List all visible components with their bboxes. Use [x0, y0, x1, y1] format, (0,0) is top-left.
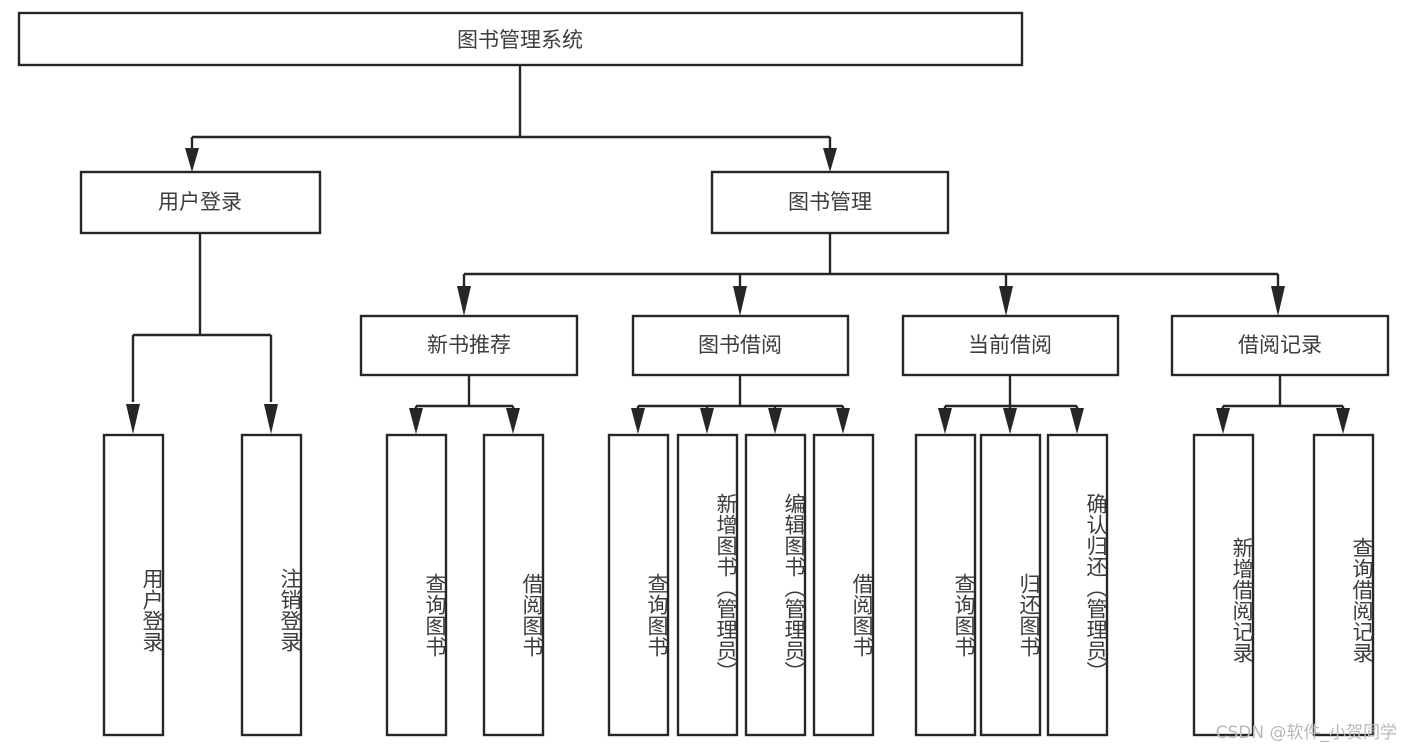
arrow-head-leaf-query-record [1336, 408, 1350, 434]
node-book-management-box[interactable] [710, 170, 950, 235]
node-current-borrow-label: 当前借阅 [968, 333, 1052, 357]
arrow-head-leaf-logout-login [264, 404, 278, 434]
arrow-head-leaf-query-book-3 [938, 408, 952, 434]
node-new-book-recommend-label: 新书推荐 [427, 333, 511, 357]
node-leaf-edit-book-box[interactable] [744, 433, 807, 737]
arrow-head-leaf-return-book [1003, 408, 1017, 434]
node-leaf-borrow-book-1-box[interactable] [482, 433, 545, 737]
node-user-login-label: 用户登录 [158, 190, 242, 214]
arrow-head-leaf-add-record [1216, 408, 1230, 434]
node-new-book-recommend-box[interactable] [359, 314, 579, 377]
node-user-login-box[interactable] [79, 170, 322, 235]
arrow-head-leaf-query-book-1 [409, 408, 423, 434]
connector-layer [126, 65, 1350, 434]
node-leaf-query-book-2-box[interactable] [607, 433, 670, 737]
arrow-head-current-borrow [999, 286, 1013, 316]
arrow-head-leaf-query-book-2 [631, 408, 645, 434]
node-leaf-query-book-3-box[interactable] [914, 433, 977, 737]
node-leaf-return-book-box[interactable] [979, 433, 1042, 737]
node-leaf-add-book-box[interactable] [676, 433, 739, 737]
node-layer: 图书管理系统 用户登录 图书管理 新书推荐 图书借阅 当前借阅 借阅记录 [17, 11, 1390, 737]
node-leaf-query-book-1-box[interactable] [385, 433, 448, 737]
arrow-head-book-borrow [733, 286, 747, 316]
csdn-watermark: CSDN @软件_小贺同学 [1215, 723, 1397, 743]
arrow-head-leaf-user-login [126, 404, 140, 434]
node-book-borrow-box[interactable] [631, 314, 850, 377]
node-leaf-user-login-box[interactable] [102, 433, 165, 737]
arrow-head-leaf-confirm-return [1070, 408, 1084, 434]
node-borrow-record-label: 借阅记录 [1238, 333, 1322, 357]
arrow-head-book-management [823, 148, 837, 172]
node-leaf-logout-login-box[interactable] [240, 433, 303, 737]
node-leaf-confirm-return-box[interactable] [1046, 433, 1109, 737]
node-current-borrow-box[interactable] [901, 314, 1120, 377]
node-book-borrow-label: 图书借阅 [698, 333, 782, 357]
node-leaf-borrow-book-2-box[interactable] [812, 433, 875, 737]
arrow-head-leaf-edit-book [768, 408, 782, 434]
node-leaf-query-record-box[interactable] [1312, 433, 1375, 737]
node-root-box[interactable] [17, 11, 1024, 67]
arrow-head-new-book-recommend [457, 286, 471, 316]
arrow-head-user-login [185, 148, 199, 172]
arrow-head-leaf-borrow-book-1 [506, 408, 520, 434]
arrow-head-leaf-add-book [700, 408, 714, 434]
arrow-head-borrow-record [1271, 286, 1285, 316]
node-book-management-label: 图书管理 [788, 190, 872, 214]
node-root-label: 图书管理系统 [457, 28, 583, 52]
node-leaf-add-record-box[interactable] [1192, 433, 1255, 737]
arrow-head-leaf-borrow-book-2 [836, 408, 850, 434]
node-borrow-record-box[interactable] [1170, 314, 1390, 377]
